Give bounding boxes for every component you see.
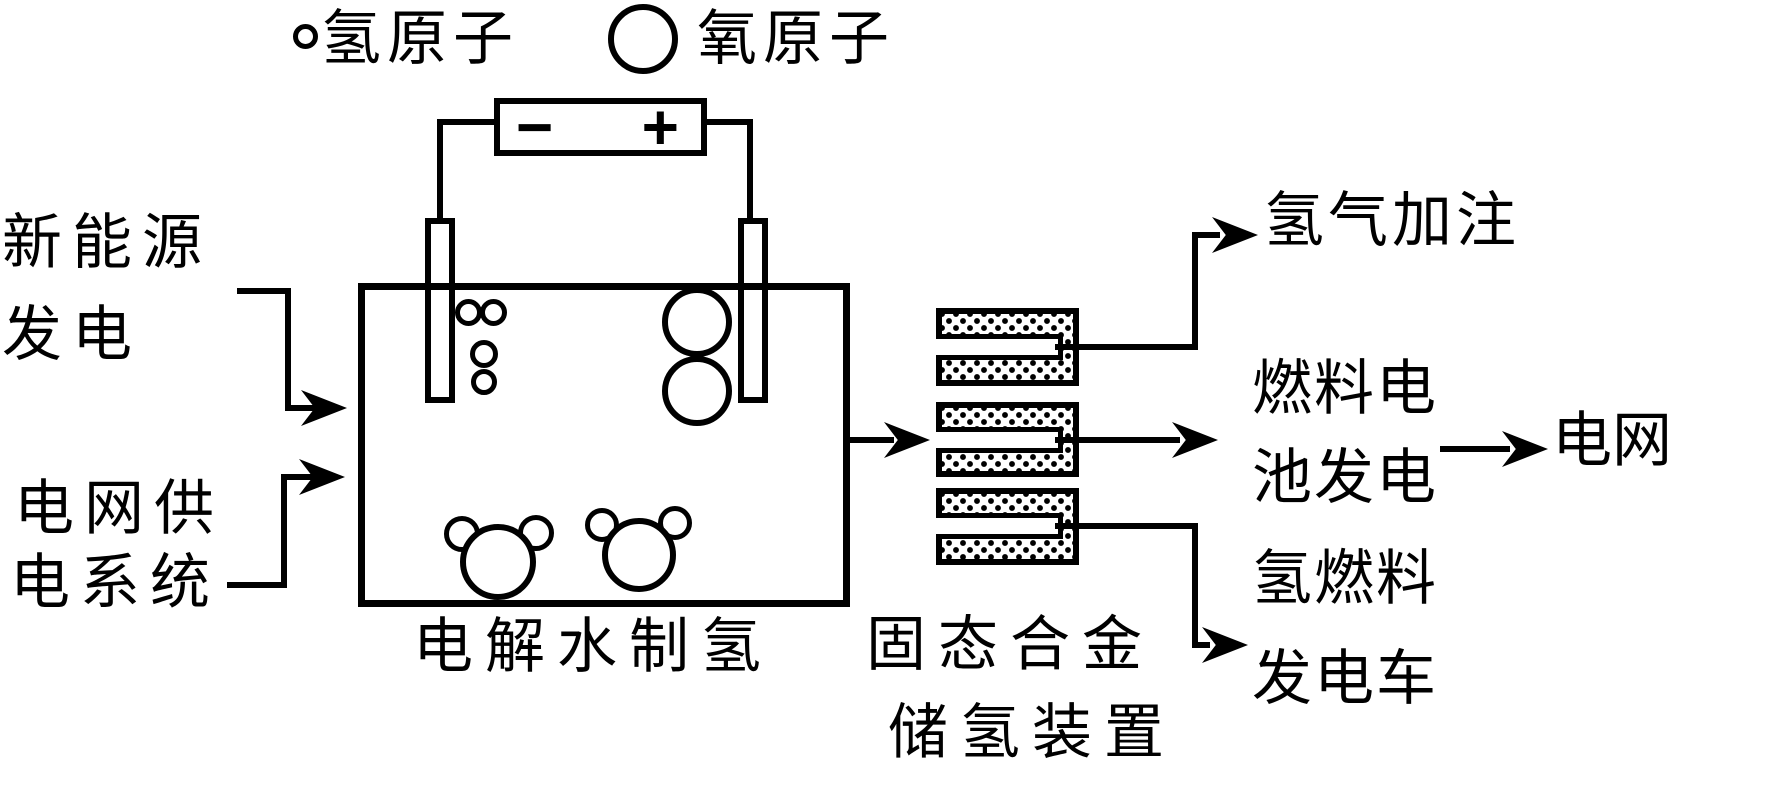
battery-wire-right-v	[747, 119, 753, 218]
legend-hydrogen-label: 氢原子	[321, 6, 519, 72]
output-vehicle-line1: 氢燃料	[1252, 546, 1438, 612]
oxygen-atom-icon	[608, 4, 678, 74]
legend-oxygen-label: 氧原子	[697, 6, 895, 72]
output-fuel-cell-line1: 燃料电	[1252, 356, 1438, 422]
input-new-energy-line1: 新能源	[2, 210, 212, 276]
output-refueling-label: 氢气加注	[1264, 188, 1520, 254]
tank-to-storage-line	[850, 437, 894, 443]
input-grid-supply-line1: 电网供	[14, 476, 224, 542]
electrolysis-tank	[358, 283, 850, 607]
battery-wire-right-h	[707, 119, 753, 125]
grid-supply-connector-h2	[281, 474, 313, 480]
o2-molecule-atom	[662, 287, 732, 357]
storage-cell-channel	[936, 334, 1063, 360]
storage-label-line1: 固态合金	[866, 612, 1154, 678]
input-grid-supply-line2: 电系统	[10, 550, 220, 616]
h2-molecule-atom	[471, 369, 497, 395]
h2-molecule-atom	[455, 299, 482, 326]
grid-wire-h	[1440, 446, 1510, 452]
water-molecule-oxygen	[460, 524, 536, 600]
h2-molecule-atom	[480, 299, 507, 326]
electrolyzer-label: 电解水制氢	[413, 614, 773, 680]
storage-cell-channel	[936, 513, 1063, 539]
vehicle-wire-v	[1192, 523, 1198, 648]
battery-plus-terminal: +	[641, 91, 679, 163]
h2-molecule-atom	[470, 340, 498, 368]
o2-molecule-atom	[662, 356, 732, 426]
refueling-wire-h	[1055, 344, 1198, 350]
hydrogen-atom-icon	[293, 24, 318, 49]
battery-wire-left-v	[437, 119, 443, 218]
storage-cell-channel	[936, 427, 1063, 453]
new-energy-connector-v	[285, 288, 291, 411]
vehicle-wire-h	[1055, 523, 1198, 529]
refueling-wire-v	[1192, 232, 1198, 350]
output-vehicle-line2: 发电车	[1252, 646, 1438, 712]
battery-minus-terminal: −	[516, 91, 554, 163]
battery-box: − +	[494, 91, 707, 163]
grid-supply-connector-v	[281, 474, 287, 588]
new-energy-connector-h2	[285, 405, 315, 411]
battery-wire-left-h	[437, 119, 494, 125]
output-grid-label: 电网	[1552, 408, 1672, 474]
fuel-cell-wire-h	[1055, 437, 1180, 443]
output-fuel-cell-line2: 池发电	[1252, 445, 1438, 511]
electrode-negative	[425, 218, 455, 403]
new-energy-connector-h	[237, 288, 291, 294]
input-new-energy-line2: 发电	[2, 302, 142, 368]
water-molecule-oxygen	[602, 518, 676, 592]
electrode-positive	[738, 218, 768, 403]
grid-supply-connector-h	[227, 582, 287, 588]
storage-label-line2: 储氢装置	[888, 700, 1176, 766]
refueling-wire-h2	[1192, 232, 1220, 238]
vehicle-wire-h2	[1192, 642, 1210, 648]
